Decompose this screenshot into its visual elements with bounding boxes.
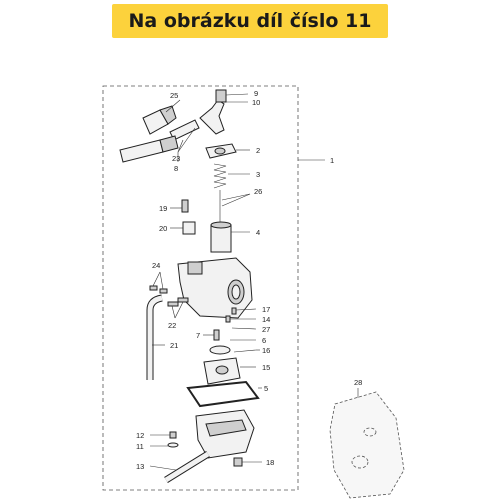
callout-14: 14 bbox=[262, 315, 270, 324]
callout-28: 28 bbox=[354, 378, 362, 387]
callout-2: 2 bbox=[256, 146, 260, 155]
part-18-screw[interactable] bbox=[233, 457, 243, 467]
callout-24: 24 bbox=[152, 261, 160, 270]
part-elbow-fitting[interactable] bbox=[199, 89, 227, 135]
callout-23: 23 bbox=[172, 154, 180, 163]
callout-18: 18 bbox=[266, 458, 274, 467]
part-25-cap[interactable] bbox=[142, 105, 177, 135]
part-2-cap[interactable] bbox=[205, 143, 237, 159]
callout-5: 5 bbox=[264, 384, 268, 393]
callout-4: 4 bbox=[256, 228, 260, 237]
part-28-boot[interactable] bbox=[329, 391, 405, 499]
part-19-screw[interactable] bbox=[181, 199, 189, 213]
page-title: Na obrázku díl číslo 11 bbox=[128, 10, 372, 32]
callout-7: 7 bbox=[196, 331, 200, 340]
part-11-washer[interactable] bbox=[167, 442, 179, 448]
part-24-screws[interactable] bbox=[149, 285, 168, 294]
part-15-float[interactable] bbox=[203, 357, 241, 385]
callout-13: 13 bbox=[136, 462, 144, 471]
part-14-screw[interactable] bbox=[225, 315, 231, 323]
page-title-banner: Na obrázku díl číslo 11 bbox=[112, 4, 388, 38]
callout-6: 6 bbox=[262, 336, 266, 345]
part-22-jets[interactable] bbox=[167, 297, 189, 307]
callout-1: 1 bbox=[330, 156, 334, 165]
callout-17: 17 bbox=[262, 305, 270, 314]
callout-19: 19 bbox=[159, 204, 167, 213]
leader-lines bbox=[149, 93, 359, 471]
part-carburetor-body[interactable] bbox=[177, 257, 253, 319]
part-7-jet[interactable] bbox=[213, 329, 220, 341]
part-16-pin[interactable] bbox=[233, 349, 257, 353]
part-8-cable-housing[interactable] bbox=[119, 135, 179, 163]
callout-20: 20 bbox=[159, 224, 167, 233]
callout-12: 12 bbox=[136, 431, 144, 440]
callout-25: 25 bbox=[170, 91, 178, 100]
callout-16: 16 bbox=[262, 346, 270, 355]
callout-22: 22 bbox=[168, 321, 176, 330]
callout-3: 3 bbox=[256, 170, 260, 179]
callout-21: 21 bbox=[170, 341, 178, 350]
callout-11: 11 bbox=[136, 442, 144, 451]
callout-8: 8 bbox=[174, 164, 178, 173]
callout-10: 10 bbox=[252, 98, 260, 107]
callout-26: 26 bbox=[254, 187, 262, 196]
callout-15: 15 bbox=[262, 363, 270, 372]
part-float-bowl[interactable] bbox=[195, 409, 255, 459]
part-5-gasket[interactable] bbox=[186, 380, 260, 408]
part-17-screw[interactable] bbox=[231, 307, 237, 315]
part-4-slide[interactable] bbox=[210, 221, 232, 253]
part-3-spring[interactable] bbox=[213, 163, 227, 189]
callout-9: 9 bbox=[254, 89, 258, 98]
part-20-bushing[interactable] bbox=[182, 221, 196, 235]
callout-27: 27 bbox=[262, 325, 270, 334]
part-12-screw[interactable] bbox=[169, 431, 177, 439]
assembly-frame bbox=[102, 85, 299, 491]
part-6-cap[interactable] bbox=[209, 345, 231, 355]
